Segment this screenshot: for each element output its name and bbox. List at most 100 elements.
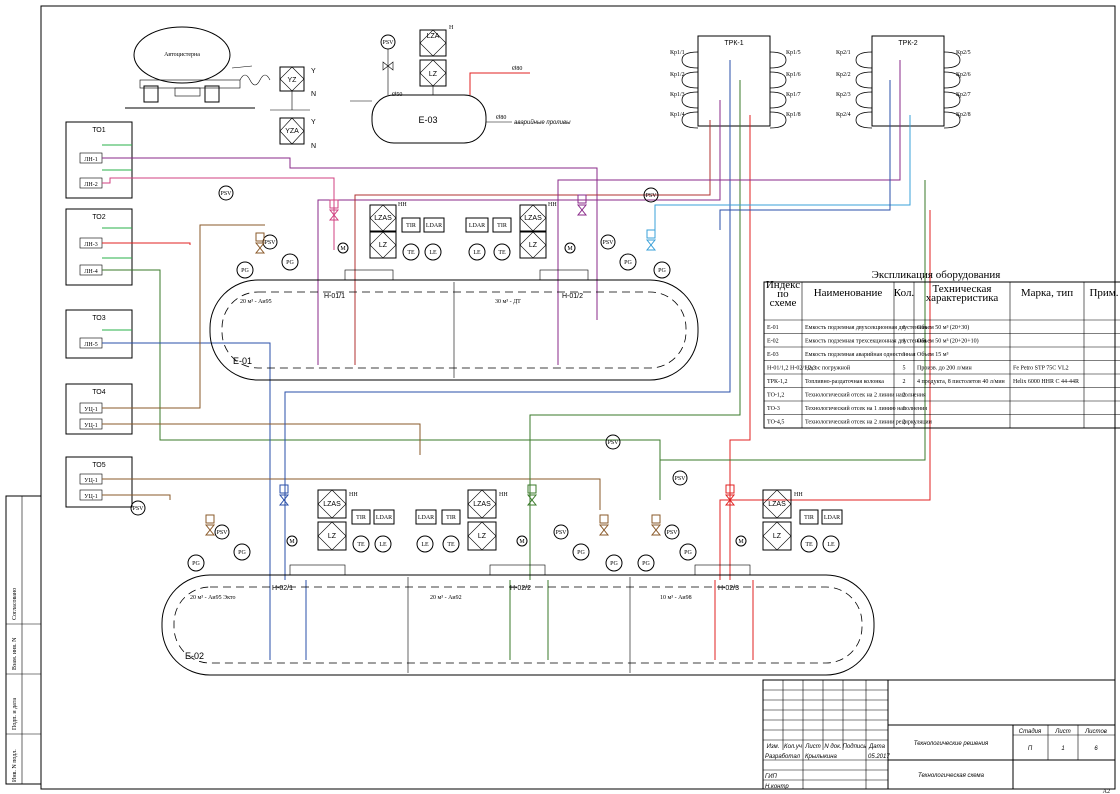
svg-text:ЛН-5: ЛН-5 [84,342,97,348]
nozzle-hose [681,51,699,69]
ldar-e02-s1: LDAR [373,509,395,525]
developer-name: Крылыкина [805,754,838,760]
lzas-e01-s2: LZAS [519,204,547,232]
paper-format: А2 [1103,789,1110,794]
svg-text:Ø80: Ø80 [512,66,522,72]
spec-cell-2-3: Объем 15 м³ [917,351,949,358]
spec-cell-4-1: Топливно-раздаточная колонка [805,379,884,385]
svg-text:Кр1/7: Кр1/7 [786,92,801,98]
tir-e01-s2: TIR [492,217,512,233]
le-e02-s2: LE [416,535,434,553]
tank-e03: Е-03 Ø50 Ø80 аварийные проливы LZA Н LZ … [350,25,571,144]
pg-e02-5: PG [637,554,655,572]
spec-cell-3-2: 5 [903,366,906,372]
svg-text:PG: PG [192,561,200,567]
pg-e02-6: PG [679,543,697,561]
svg-text:Н: Н [449,25,454,31]
spec-cell-4-0: ТРК-1,2 [767,379,788,385]
pump-h01-1-label: Н-01/1 [324,293,345,300]
developer-role: Разработал [765,754,801,760]
svg-text:Ø80: Ø80 [496,115,506,121]
svg-text:TIR: TIR [406,223,416,229]
spec-header-3: характеристика [926,292,999,304]
svg-text:LZ: LZ [773,533,782,540]
valve-e02-brown3 [650,514,662,536]
svg-text:PSV: PSV [555,530,567,536]
svg-text:LZ: LZ [379,242,388,249]
svg-text:Y: Y [311,119,316,126]
svg-text:ТО5: ТО5 [92,462,105,469]
valve-e01-purple [576,194,588,216]
tech-compartment-to4: ТО4 УЦ-1 УЦ-1 [65,383,133,435]
svg-text:LDAR: LDAR [376,515,392,521]
nozzle-hose [855,111,873,129]
valve-e02-red [724,484,736,506]
dispenser-trk2: ТРК-2 Кр2/1 Кр2/2 Кр2/3 Кр2/4 Кр2/5 Кр2/… [836,35,971,127]
spec-cell-7-2: 2 [903,420,906,426]
spec-cell-0-0: Е-01 [767,325,779,331]
tech-compartment-to2: ТО2 ЛН-3 ЛН-4 [65,208,133,286]
spec-header-1: Наименование [814,287,883,299]
svg-text:TIR: TIR [446,515,456,521]
spec-header-0: схеме [770,297,797,309]
svg-text:PSV: PSV [220,191,232,197]
sheets-header: Листов [1084,729,1107,735]
sheet-value: 1 [1061,746,1064,752]
svg-text:LZ: LZ [429,71,438,78]
nozzle-hose [681,111,699,129]
e02-section1-label: 20 м³ - Аи95 Экто [190,595,235,601]
svg-text:УЦ-1: УЦ-1 [84,494,98,500]
valve-e02-blue [278,484,290,506]
svg-text:LZAS: LZAS [524,215,542,222]
svg-text:PSV: PSV [602,240,614,246]
valve-e02-brown2 [598,514,610,536]
lz-e02-s1: LZ [317,521,347,551]
pg-e02-1: PG [187,554,205,572]
tir-e02-s3: TIR [799,509,819,525]
spec-header-3: Техническая [932,283,991,295]
emergency-spill-label: аварийные проливы [514,119,571,126]
norm-control-role: Н.контр [765,784,789,790]
spec-cell-5-2: 2 [903,393,906,399]
svg-text:TE: TE [447,542,455,548]
e01-section2-label: 30 м³ - ДТ [495,299,521,305]
svg-text:ЛН-2: ЛН-2 [84,182,97,188]
spec-cell-2-0: Е-03 [767,352,779,358]
spec-cell-4-2: 2 [903,379,906,385]
spec-cell-0-1: Емкость подземная двухсекционная двустен… [805,325,927,331]
svg-text:Кр1/4: Кр1/4 [670,112,685,118]
yza-valve: YZA Y N [279,117,316,150]
svg-text:TIR: TIR [804,515,814,521]
le-e01-s2: LE [468,243,486,261]
svg-text:PSV: PSV [132,506,144,512]
svg-text:LDAR: LDAR [418,515,434,521]
lzas-e02-s1: LZAS [317,489,347,519]
svg-text:Подп. и дата: Подп. и дата [12,698,18,730]
tank-e03-label: Е-03 [418,115,437,125]
svg-text:LE: LE [421,542,429,548]
svg-text:Y: Y [311,68,316,75]
svg-text:LZAS: LZAS [768,501,786,508]
svg-text:Кр1/6: Кр1/6 [786,72,801,78]
svg-text:Кр1/5: Кр1/5 [786,50,801,56]
svg-text:Взам. инв. N: Взам. инв. N [12,637,18,670]
tir-e02-s1: TIR [351,509,371,525]
developer-date: 05.2017 [868,754,890,760]
pump-h02-1-label: Н-02/1 [272,585,293,592]
motor-e01-1: M [337,242,349,254]
spec-cell-5-1: Технологический отсек на 2 линии наполне… [805,392,926,399]
spec-header-0: Индекс [766,279,800,291]
svg-text:ТО4: ТО4 [92,389,105,396]
spec-cell-0-2: 1 [903,325,906,331]
le-e02-s1: LE [374,535,392,553]
lz-e01-s2: LZ [519,231,547,259]
svg-text:НН: НН [548,202,557,208]
nozzle-hose [943,71,961,89]
te-e02-s1: TE [352,535,370,553]
sheets-value: 6 [1094,746,1098,752]
valve-e01-cyan [645,229,657,251]
svg-text:Кр2/7: Кр2/7 [956,92,971,98]
